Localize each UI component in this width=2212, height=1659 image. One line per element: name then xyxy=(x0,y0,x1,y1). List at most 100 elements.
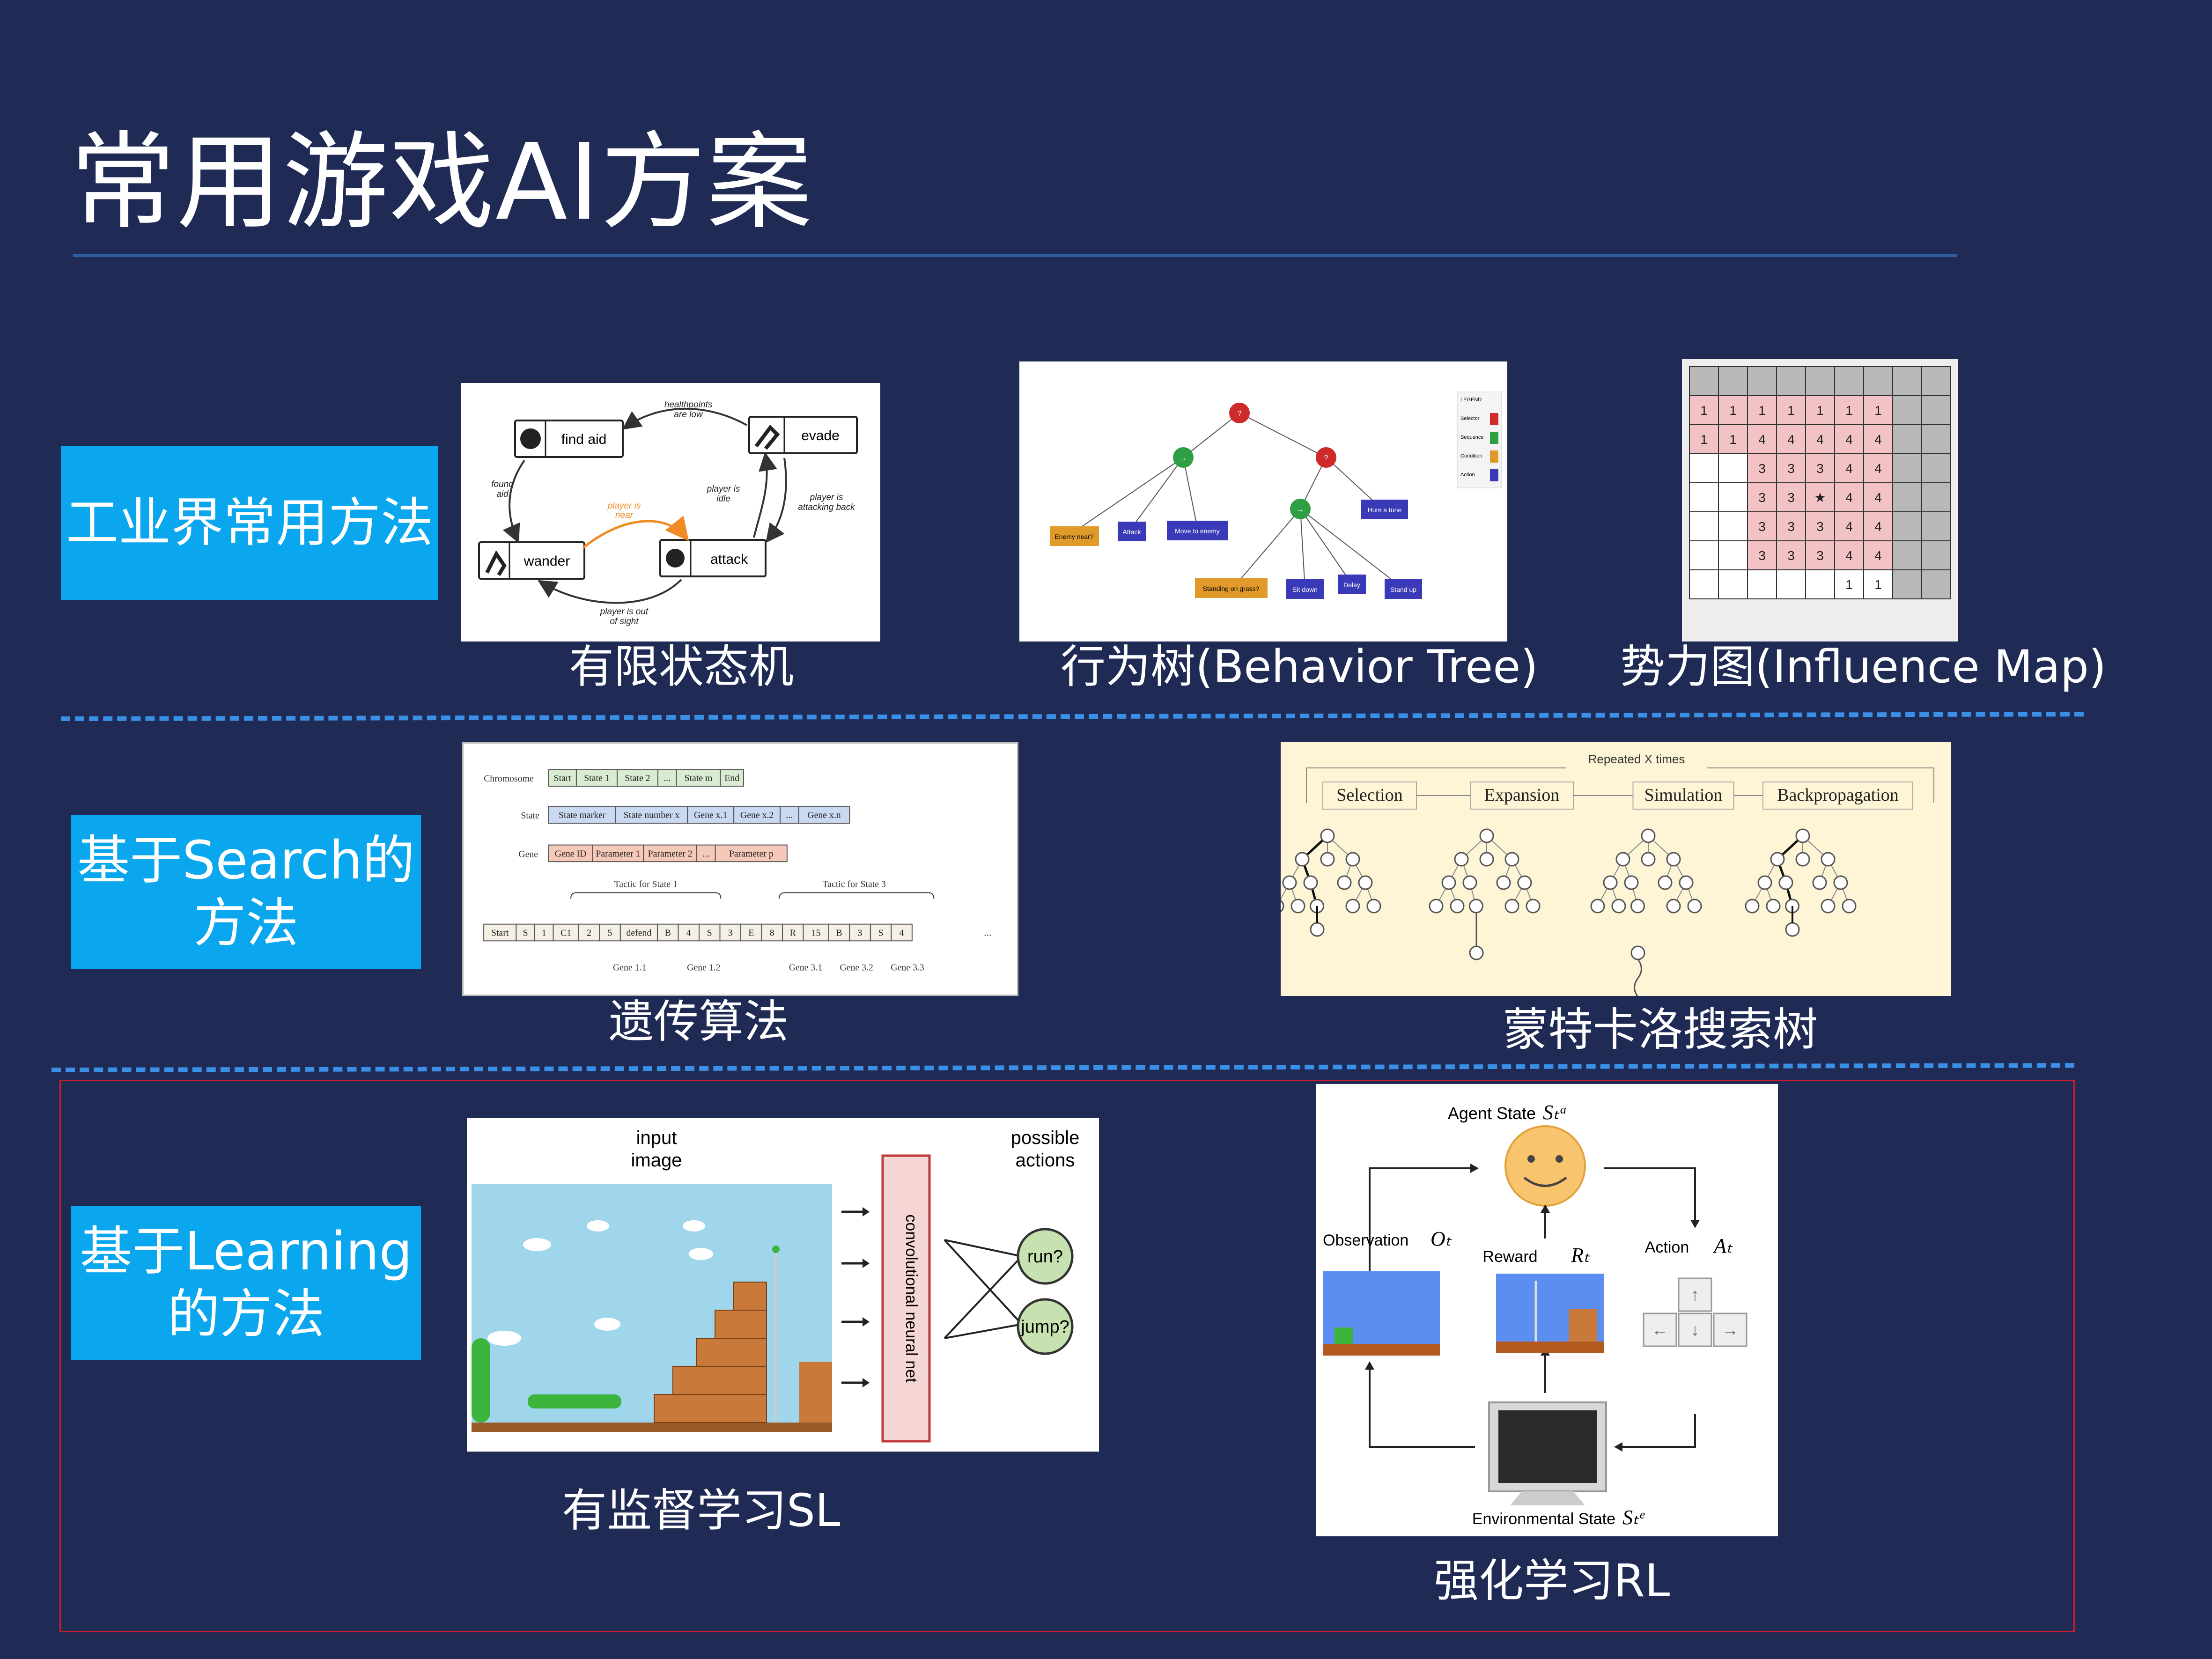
rl-agent-state-label: Agent State xyxy=(1448,1104,1536,1123)
run-icon xyxy=(754,424,780,450)
bt-legend-label: Action xyxy=(1460,472,1475,478)
influence-value: 3 xyxy=(1787,461,1795,476)
genetic-box-label: S xyxy=(707,928,712,938)
mcts-repeat-label: Repeated X times xyxy=(1588,752,1685,766)
genetic-box-label: State number x xyxy=(624,810,680,820)
genetic-box xyxy=(870,923,892,942)
fsm-label: aid xyxy=(496,489,509,499)
genetic-box-label: Gene x.2 xyxy=(740,810,774,820)
influence-cell xyxy=(1718,482,1748,512)
mcts-node xyxy=(1504,899,1519,914)
influence-value: 3 xyxy=(1787,548,1795,563)
mcts-node xyxy=(1281,900,1284,913)
influence-cell xyxy=(1689,540,1719,570)
bt-node-symbol: → xyxy=(1297,506,1304,514)
genetic-box-label: Gene x.n xyxy=(807,810,841,820)
mcts-node xyxy=(1745,899,1760,914)
influence-cell xyxy=(1689,453,1719,483)
influence-value: 4 xyxy=(1845,519,1853,534)
influence-cell xyxy=(1718,540,1748,570)
genetic-box-label: E xyxy=(748,928,754,938)
genetic-label: Tactic for State 1 xyxy=(614,879,678,890)
bt-selector-node xyxy=(1316,447,1336,468)
influence-value: 3 xyxy=(1816,461,1824,476)
genetic-box xyxy=(599,923,621,942)
influence-cell xyxy=(1892,453,1922,483)
bt-legend-label: Sequence xyxy=(1460,435,1484,440)
caption-fsm: 有限状态机 xyxy=(569,641,794,693)
mcts-node xyxy=(1821,852,1836,867)
genetic-box xyxy=(803,923,829,942)
mcts-node xyxy=(1641,828,1656,843)
rl-diagram: Agent State Sₜᵃ xyxy=(1316,1084,1778,1536)
influence-cell xyxy=(1892,424,1922,454)
influence-value: 1 xyxy=(1729,403,1737,418)
genetic-box xyxy=(656,923,679,942)
separator-1 xyxy=(60,712,2084,721)
mcts-phase-box xyxy=(1632,782,1734,810)
influence-cell xyxy=(1892,540,1922,570)
bt-sequence-node xyxy=(1173,447,1194,468)
genetic-box-label: State 1 xyxy=(584,773,609,783)
rl-action-label: Action xyxy=(1645,1239,1689,1256)
genetic-box xyxy=(643,844,698,863)
genetic-box xyxy=(698,923,721,942)
genetic-box-label: 4 xyxy=(900,928,904,938)
mcts-node xyxy=(1630,899,1645,914)
bt-leaf-label: Attack xyxy=(1123,528,1142,536)
fsm-label: near xyxy=(615,510,634,520)
influence-value: 4 xyxy=(1845,432,1853,447)
sl-diagram: input image possible actions xyxy=(467,1118,1099,1452)
mcts-node xyxy=(1366,899,1381,914)
influence-cell xyxy=(1863,511,1893,541)
fsm-state-label: attack xyxy=(710,552,748,567)
influence-value: 1 xyxy=(1845,577,1853,592)
genetic-box-label: ... xyxy=(786,810,793,820)
svg-text:↓: ↓ xyxy=(1691,1320,1699,1339)
genetic-box-label: State marker xyxy=(559,810,606,820)
section-label-learning-line1: 基于Learning xyxy=(80,1221,413,1282)
genetic-box xyxy=(891,923,913,942)
influence-value: 4 xyxy=(1758,432,1766,447)
genetic-box-label: Gene ID xyxy=(555,848,587,859)
section-label-search-line1: 基于Search的 xyxy=(77,830,415,891)
agent-face-icon xyxy=(1504,1125,1586,1207)
influence-cell xyxy=(1805,569,1835,599)
bt-action xyxy=(1167,521,1228,540)
mcts-node xyxy=(1479,852,1494,867)
action-node-jump xyxy=(1017,1298,1074,1355)
genetic-box-label: Parameter 1 xyxy=(596,848,640,859)
mcts-node xyxy=(1320,852,1335,867)
genetic-label: Gene 3.2 xyxy=(840,963,873,973)
genetic-box xyxy=(740,923,762,942)
mcts-node xyxy=(1795,828,1810,843)
influence-cell xyxy=(1863,366,1893,396)
influence-cell xyxy=(1892,482,1922,512)
genetic-box-label: 15 xyxy=(811,928,821,938)
svg-text:←: ← xyxy=(1652,1320,1668,1339)
influence-cell xyxy=(1805,395,1835,425)
fsm-label: are low xyxy=(674,410,703,420)
influence-value: 4 xyxy=(1845,490,1853,505)
bt-leaf-label: Hum a tune xyxy=(1368,506,1402,514)
mcts-node xyxy=(1290,899,1305,914)
mcts-node xyxy=(1590,899,1605,914)
influence-cell xyxy=(1921,569,1951,599)
influence-cell xyxy=(1921,424,1951,454)
svg-text:↑: ↑ xyxy=(1691,1285,1699,1304)
influence-cell xyxy=(1689,569,1719,599)
action-label: jump? xyxy=(1020,1317,1069,1337)
genetic-box-label: 3 xyxy=(728,928,733,938)
influence-value: 1 xyxy=(1816,403,1824,418)
sl-input-label: input xyxy=(636,1128,677,1148)
caption-sl: 有监督学习SL xyxy=(562,1484,841,1537)
mcts-node xyxy=(1833,875,1848,890)
mcts-node xyxy=(1345,852,1360,867)
genetic-label: State xyxy=(521,811,539,821)
bt-leaf-label: Sit down xyxy=(1292,586,1318,593)
section-label-search: 基于Search的 方法 xyxy=(71,815,421,969)
title-underline xyxy=(73,254,1957,257)
genetic-box-label: Parameter p xyxy=(729,848,774,859)
influence-cell xyxy=(1689,424,1719,454)
